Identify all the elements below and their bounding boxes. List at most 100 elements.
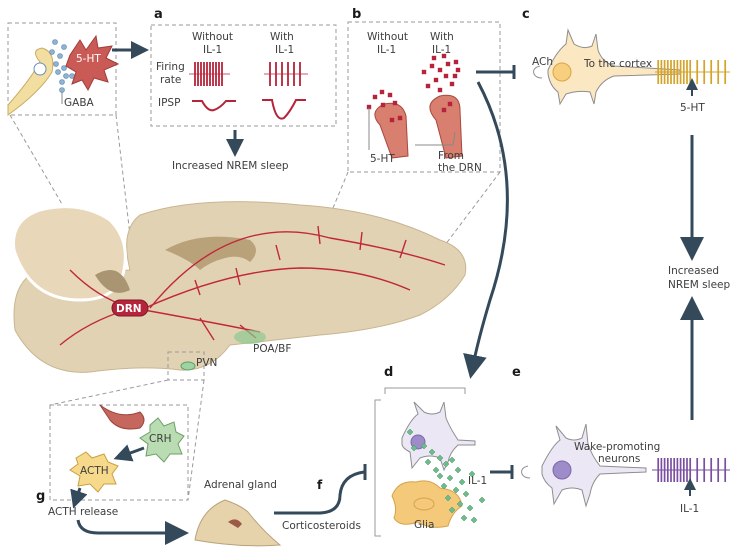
drn-terminal-without [374, 102, 409, 159]
il1-diamond [456, 500, 464, 508]
panel-a: a Without IL-1 With IL-1 Firing rate IPS… [150, 7, 337, 172]
il1-diamond [446, 474, 454, 482]
serotonin-dot [387, 92, 393, 98]
c-ach-label: ACh [532, 56, 553, 68]
il1-diamond [466, 504, 474, 512]
b-with-line2: IL-1 [432, 44, 451, 56]
poa-bf-region [234, 330, 266, 344]
panel-b-label: b [352, 7, 361, 22]
a-ipsp-label: IPSP [158, 97, 180, 109]
serotonin-molecules [366, 53, 461, 123]
il1-molecules [406, 428, 486, 524]
il1-diamond [448, 456, 456, 464]
il1-diamond [406, 428, 414, 436]
panel-e: e Wake-promoting neurons IL-1 [512, 296, 730, 515]
g-acth-label: ACTH [80, 465, 109, 477]
serotonin-dot [389, 117, 395, 123]
panel-c: c ACh To the cortex 5-HT [522, 7, 730, 261]
corticosteroid-inhibit-line [274, 470, 365, 515]
serotonin-dot [441, 107, 447, 113]
drn-terminal-with [429, 94, 463, 159]
inset-synapse: 5-HT GABA [7, 22, 149, 116]
acth-to-adrenal-arrow [76, 519, 189, 545]
drn-nucleus [111, 299, 149, 317]
il1-diamond [440, 482, 448, 490]
adrenal-medulla [228, 519, 242, 528]
pvn-box [167, 351, 205, 381]
b-with-line1: With [430, 31, 454, 43]
il1-diamond [462, 490, 470, 498]
il1-diamond [442, 460, 450, 468]
panel-d-label: d [384, 365, 393, 380]
panel-g-box [49, 404, 189, 501]
d-top-bracket [384, 387, 466, 394]
e-neurons-line2: neurons [598, 453, 640, 465]
il1-diamond [428, 448, 436, 456]
b-drn-leader [415, 131, 456, 146]
e-neurons-line1: Wake-promoting [574, 441, 660, 453]
brain-poa-label: POA/BF [253, 343, 291, 355]
e-il1-label: IL-1 [680, 503, 699, 515]
crh-cell [139, 417, 185, 463]
b-from-line2: the DRN [438, 162, 482, 174]
wake-firing-train [657, 458, 727, 482]
ipsp-trace-without-il1 [192, 100, 236, 112]
il1-diamond [436, 472, 444, 480]
cholinergic-nucleus [552, 62, 572, 82]
il1-diamond [468, 470, 476, 478]
glia-nucleus [413, 497, 435, 511]
il1-diamond [470, 516, 478, 524]
serotonin-dot [380, 102, 386, 108]
serotonin-dot [437, 67, 443, 73]
vesicle-cluster [33, 62, 47, 76]
a-outcome-label: Increased NREM sleep [172, 160, 289, 172]
c-cortex-label: To the cortex [583, 58, 652, 70]
brain-outline [13, 201, 467, 373]
serotonin-dot [429, 63, 435, 69]
serotonin-dot [452, 73, 458, 79]
il1-diamond [458, 478, 466, 486]
panel-f-label: f [317, 478, 323, 492]
serotonin-dot [431, 55, 437, 61]
acth-cell [69, 451, 119, 493]
serotonin-dot [437, 87, 443, 93]
a-firing-line2: rate [160, 74, 181, 86]
serotonin-dot [445, 61, 451, 67]
panel-c-label: c [522, 7, 530, 22]
il1-diamond [460, 514, 468, 522]
serotonin-dot [379, 89, 385, 95]
il1-diamond [420, 442, 428, 450]
g-crh-label: CRH [149, 433, 172, 445]
gaba-molecules [49, 39, 75, 93]
b-from-line1: From [438, 150, 464, 162]
panel-a-box [150, 24, 337, 127]
serotonergic-projections [59, 225, 446, 346]
inset-projection-right [115, 114, 131, 236]
outcome-line2: NREM sleep [668, 279, 730, 291]
d-neuron [401, 401, 476, 472]
serotonin-dot [433, 77, 439, 83]
panel-b: b Without IL-1 With IL-1 5-HT From the D… [347, 7, 516, 379]
brain-pvn-label: PVN [196, 357, 217, 369]
pvn-nucleus [180, 361, 196, 371]
a-with-line2: IL-1 [275, 44, 294, 56]
adrenal-label: Adrenal gland [204, 479, 277, 491]
panel-b-box [347, 21, 501, 173]
gaba-terminal [7, 47, 54, 116]
serotonin-dot [392, 100, 398, 106]
il1-diamond [454, 466, 462, 474]
panel-d: d Glia IL-1 [374, 365, 514, 537]
sagittal-brain: DRN POA/BF PVN [9, 114, 501, 381]
firing-train-with-il1 [264, 62, 308, 86]
crh-terminal [99, 404, 145, 430]
serotonin-dot [441, 53, 447, 59]
serotonin-dot [425, 83, 431, 89]
acth-down-arrow [70, 487, 88, 509]
wake-neuron [541, 423, 647, 508]
serotonin-dot [421, 69, 427, 75]
a-without-line1: Without [192, 31, 233, 43]
il1-diamond [424, 458, 432, 466]
brainstem-shading [95, 270, 130, 293]
inset-gaba-label: GABA [64, 97, 95, 109]
b-without-line1: Without [367, 31, 408, 43]
